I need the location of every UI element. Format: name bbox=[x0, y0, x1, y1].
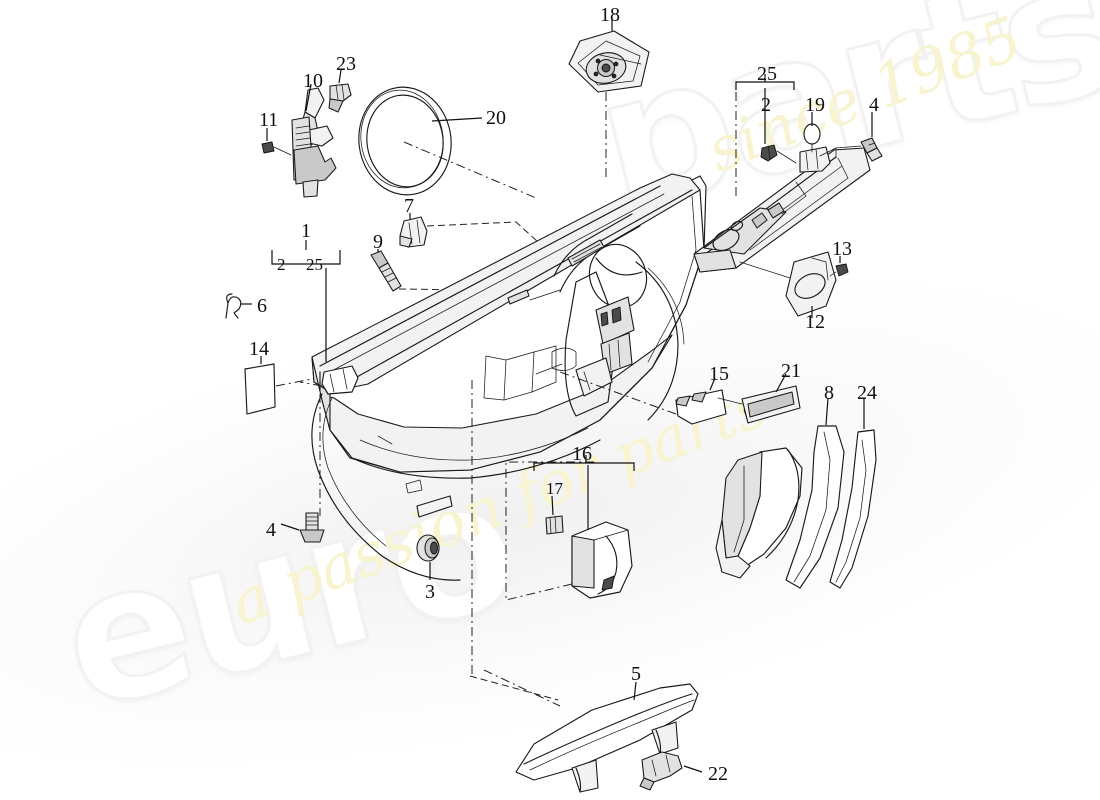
callout-20: 20 bbox=[486, 107, 506, 129]
part-1-door-panel-assembly bbox=[299, 173, 707, 701]
callout-21: 21 bbox=[781, 360, 801, 382]
part-3-grommet bbox=[416, 534, 440, 580]
part-21-bose-badge bbox=[717, 373, 801, 424]
callout-2-bottom: 2 bbox=[277, 255, 286, 274]
callout-8: 8 bbox=[824, 382, 834, 404]
callout-19: 19 bbox=[805, 94, 825, 116]
callout-2-top: 2 bbox=[761, 94, 771, 116]
callout-1: 1 bbox=[301, 220, 311, 242]
callout-15: 15 bbox=[709, 363, 729, 385]
part-25-trim-strip-assembly bbox=[693, 74, 883, 318]
part-5-door-sill-trim bbox=[483, 669, 699, 793]
part-23-expanding-nut bbox=[328, 69, 352, 113]
callout-3: 3 bbox=[425, 581, 435, 603]
callout-13: 13 bbox=[832, 238, 852, 260]
callout-4-top: 4 bbox=[869, 94, 879, 116]
part-14-cover-cap bbox=[244, 356, 323, 415]
part-4-oval-head-screw-lower bbox=[280, 512, 325, 543]
callout-10: 10 bbox=[303, 70, 323, 92]
callout-18: 18 bbox=[600, 4, 620, 26]
part-20-speaker-sealing-ring bbox=[358, 86, 537, 199]
callout-25-top: 25 bbox=[757, 63, 777, 85]
bracket-1-subitems bbox=[271, 240, 341, 265]
part-24-armrest-trim-inner bbox=[829, 398, 877, 589]
callout-16: 16 bbox=[572, 443, 592, 465]
part-6-spring-clip bbox=[225, 293, 252, 319]
callout-23: 23 bbox=[336, 53, 356, 75]
part-door-grab-handle bbox=[715, 447, 803, 579]
callout-9: 9 bbox=[373, 231, 383, 253]
callout-25-bottom: 25 bbox=[306, 255, 323, 274]
part-22-end-clip bbox=[639, 751, 703, 791]
part-10-11-door-lock-actuator bbox=[261, 83, 337, 198]
callout-5: 5 bbox=[631, 663, 641, 685]
callout-7: 7 bbox=[404, 195, 414, 217]
callout-17: 17 bbox=[546, 479, 563, 498]
callout-11: 11 bbox=[259, 109, 279, 131]
callout-4-left: 4 bbox=[266, 519, 276, 541]
part-16-pull-handle-cover bbox=[505, 455, 635, 601]
callout-6: 6 bbox=[257, 295, 267, 317]
part-9-hex-head-bolt bbox=[370, 249, 471, 292]
callout-24: 24 bbox=[857, 382, 877, 404]
callout-14: 14 bbox=[249, 338, 269, 360]
part-7-retaining-clip bbox=[399, 213, 561, 263]
part-15-handle-trim-cap bbox=[559, 371, 727, 425]
part-18-mirror-switch-trim bbox=[568, 18, 650, 178]
callout-12: 12 bbox=[805, 311, 825, 333]
part-8-armrest-trim-outer bbox=[785, 397, 845, 589]
callout-22: 22 bbox=[708, 763, 728, 785]
